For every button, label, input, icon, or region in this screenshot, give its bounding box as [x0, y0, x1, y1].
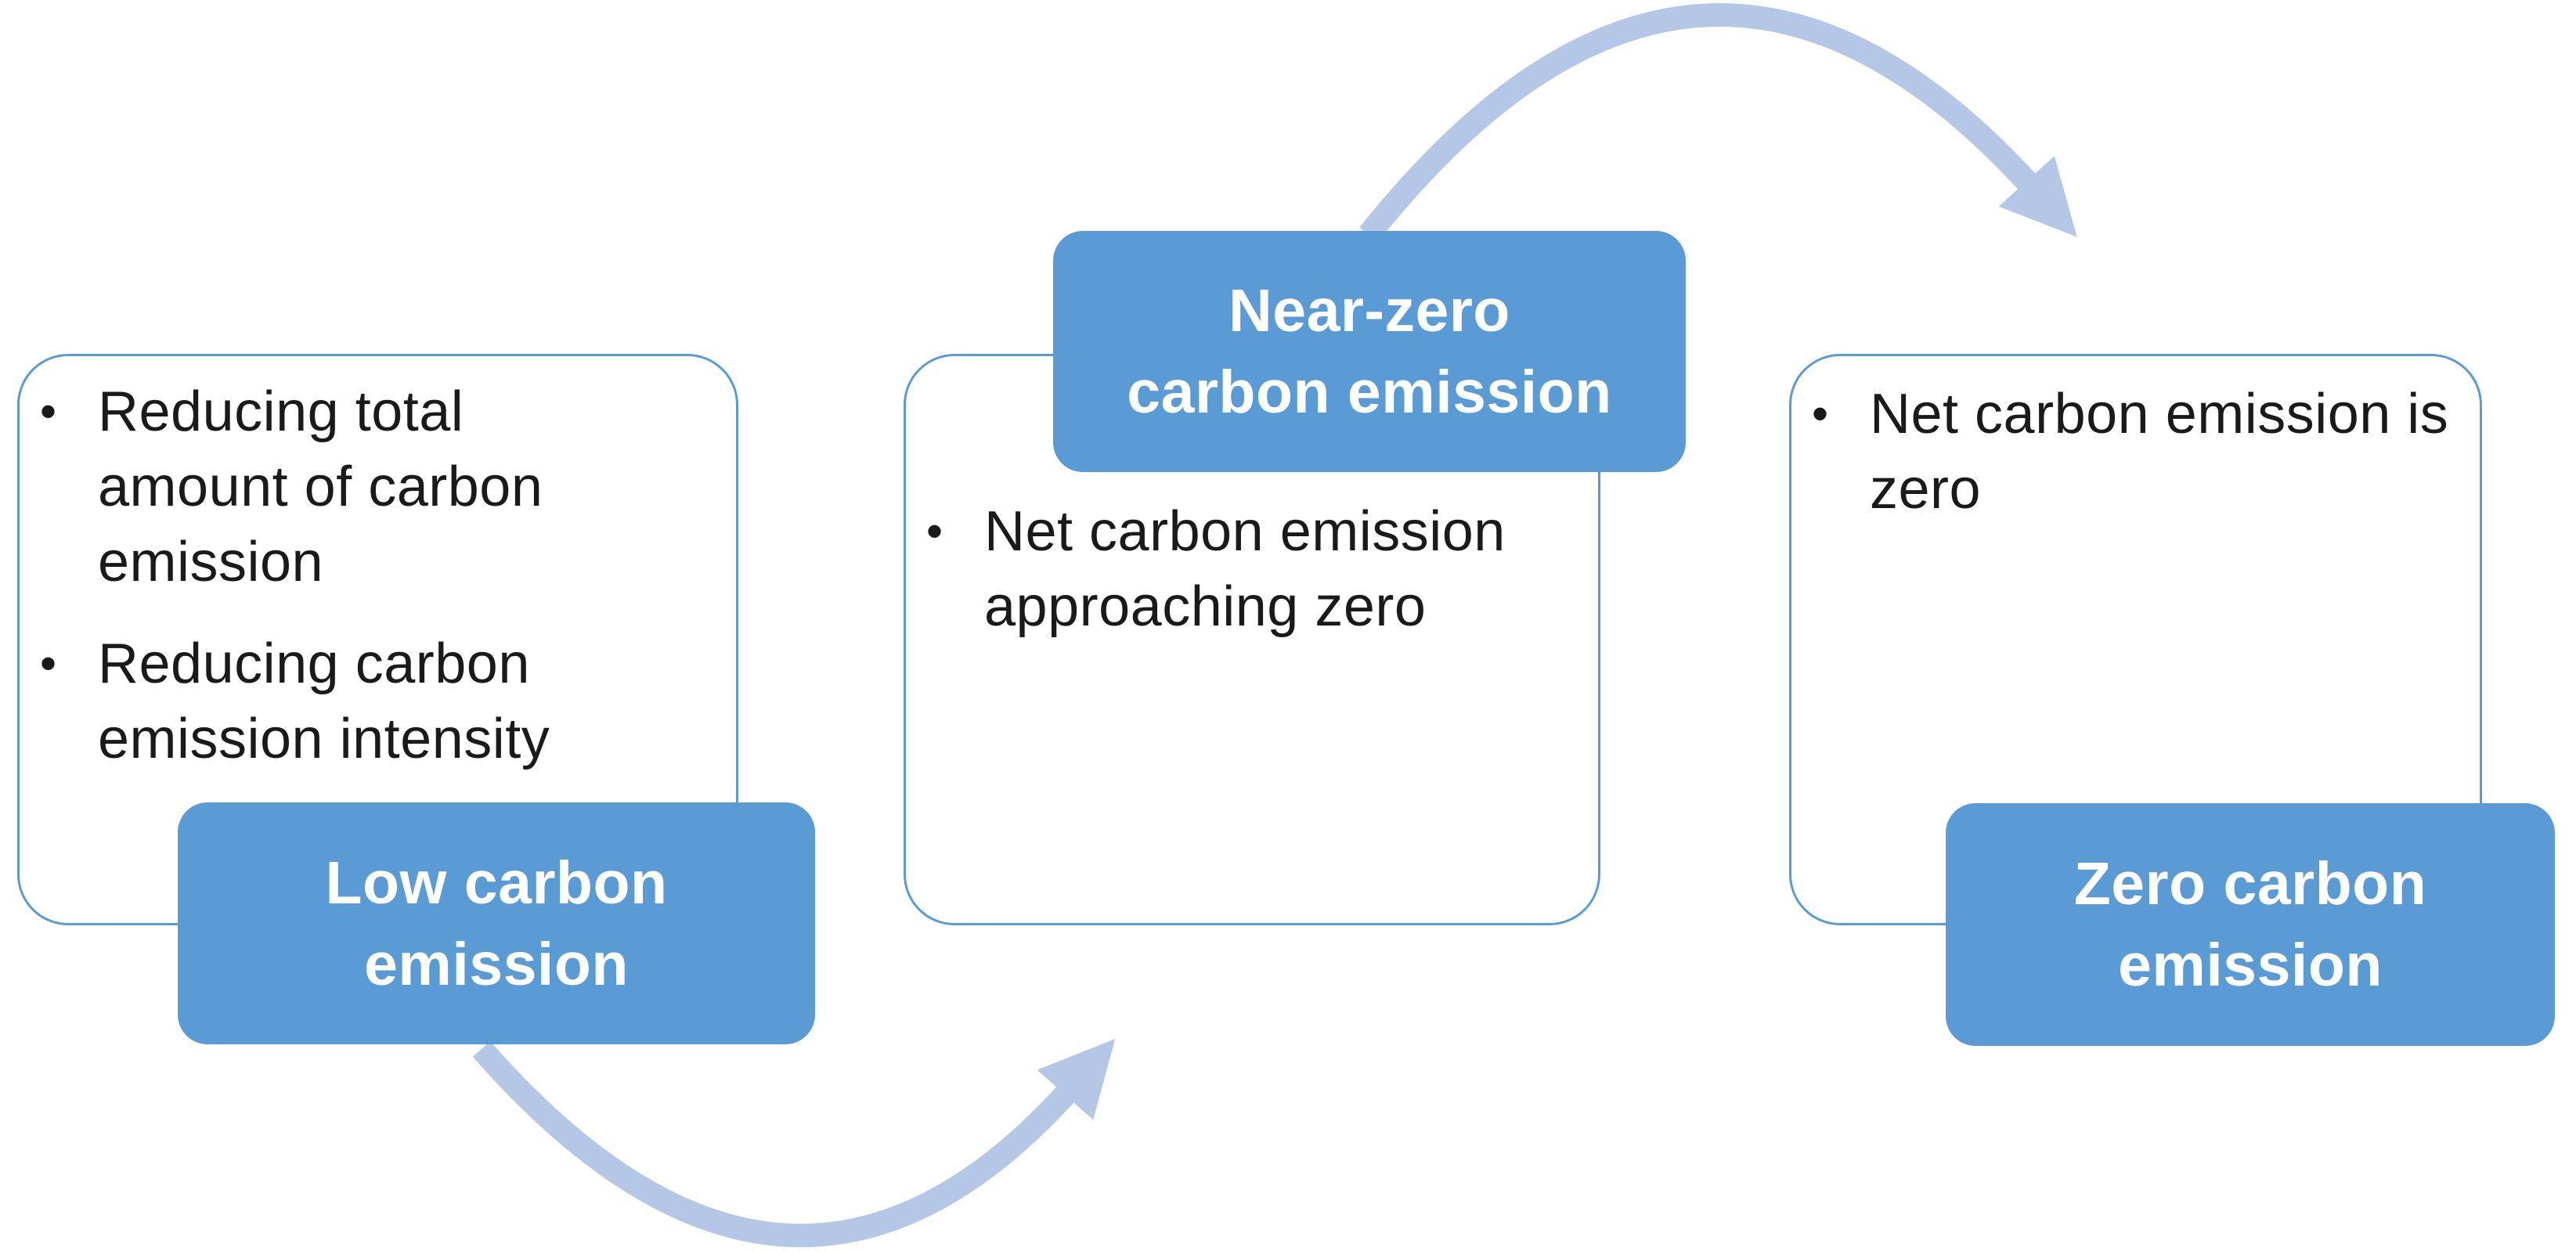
bullet-icon: • [926, 505, 943, 557]
list-item: • Net carbon emission approaching zero [906, 494, 1598, 644]
list-item: • Reducing carbon emission intensity [20, 626, 736, 777]
arrow-low-to-nearzero [472, 1039, 1116, 1248]
bullet-text: Net carbon emission approaching zero [984, 500, 1506, 638]
bullet-icon: • [40, 385, 57, 438]
list-item: • Net carbon emission is zero [1791, 377, 2480, 527]
stage-label-zero-carbon-emission: Zero carbon emission [1946, 803, 2555, 1046]
panel-low-carbon: • Reducing total amount of carbon emissi… [17, 354, 738, 925]
list-item: • Reducing total amount of carbon emissi… [20, 374, 736, 600]
stage-label-low-carbon-emission: Low carbon emission [178, 802, 815, 1044]
arrow-nearzero-to-zero [1359, 3, 2077, 243]
bullet-text: Reducing carbon emission intensity [98, 633, 550, 770]
bullet-text: Net carbon emission is zero [1870, 383, 2449, 521]
stage-label-near-zero-carbon-emission: Near-zero carbon emission [1053, 231, 1686, 472]
bullet-text: Reducing total amount of carbon emission [98, 380, 543, 593]
bullet-icon: • [1812, 388, 1829, 440]
bullet-icon: • [40, 637, 57, 690]
